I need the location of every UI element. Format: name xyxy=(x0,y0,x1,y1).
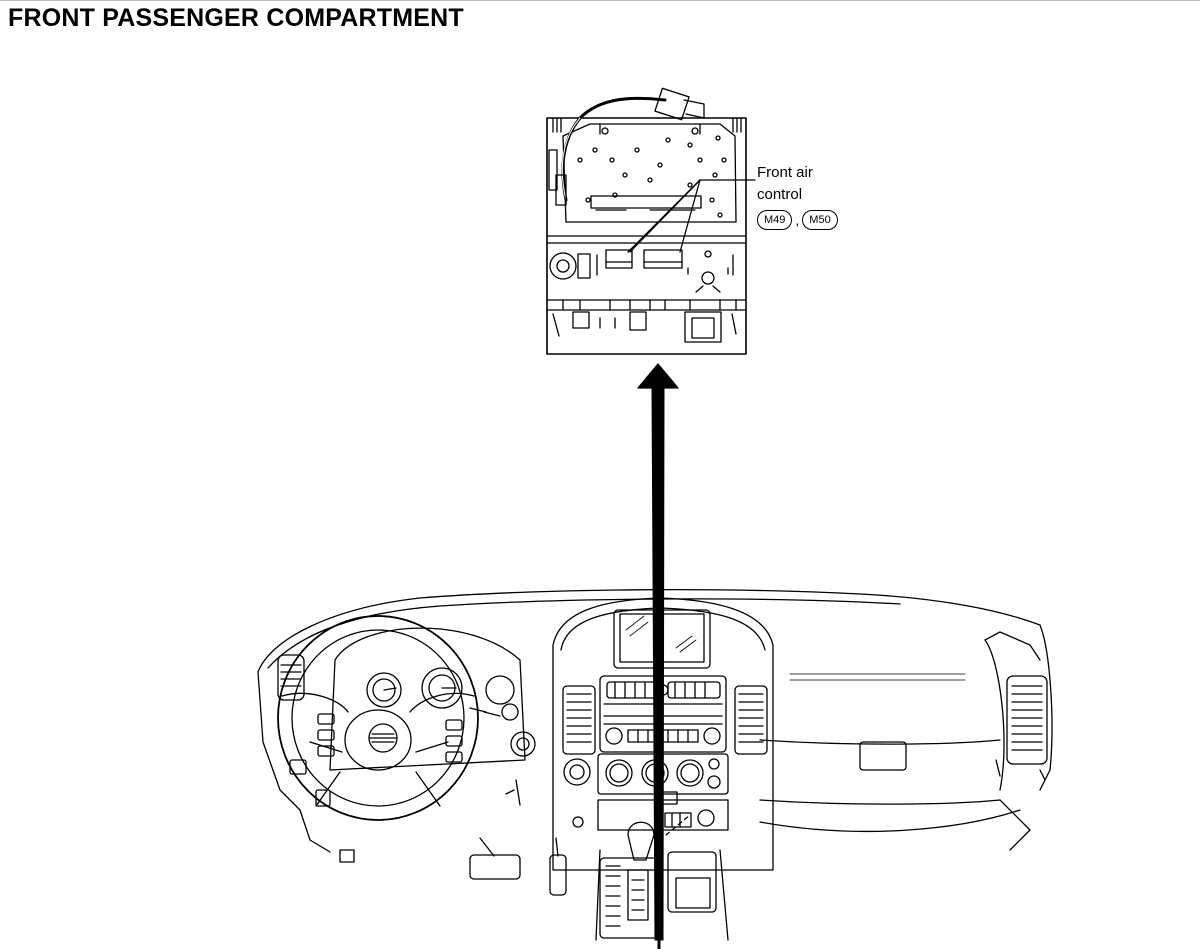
front-air-control-callout: Front air control xyxy=(757,162,813,206)
top-rule xyxy=(0,0,1200,1)
callout-leaders xyxy=(627,179,756,253)
connector-separator: , xyxy=(795,212,800,228)
connector-m49-badge: M49 xyxy=(757,210,793,230)
callout-line-1: Front air xyxy=(757,164,813,181)
connector-ids: M49 , M50 xyxy=(757,209,838,231)
callout-line-2: control xyxy=(757,186,803,203)
page-title: FRONT PASSENGER COMPARTMENT xyxy=(8,4,464,32)
locator-arrow xyxy=(637,363,679,949)
dashboard-illustration xyxy=(257,588,1053,941)
air-control-unit-detail xyxy=(546,87,747,355)
connector-m50-badge: M50 xyxy=(802,210,838,230)
